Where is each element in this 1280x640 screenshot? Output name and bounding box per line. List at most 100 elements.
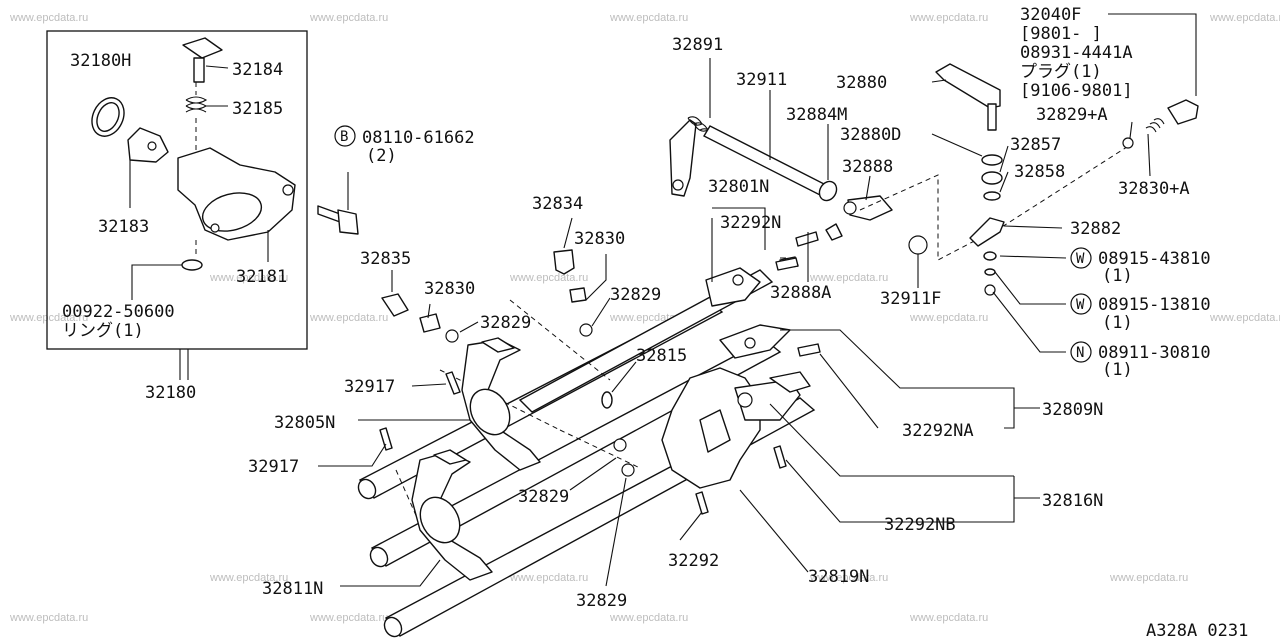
watermark: www.epcdata.ru [209, 572, 288, 584]
label-32809n: 32809N [1042, 400, 1103, 420]
label-08915-13810: 08915-13810 [1098, 295, 1211, 315]
circled-symbols: B W W N [334, 125, 1092, 363]
circle-w-icon [1070, 293, 1092, 315]
watermark-layer: www.epcdata.ru www.epcdata.ru www.epcdat… [9, 12, 1280, 624]
label-32180: 32180 [145, 383, 196, 403]
label-32185: 32185 [232, 99, 283, 119]
watermark: www.epcdata.ru [309, 612, 388, 624]
seal-32884m [818, 180, 838, 202]
plug-32834 [553, 249, 575, 275]
watermark: www.epcdata.ru [309, 12, 388, 24]
watermark: www.epcdata.ru [909, 12, 988, 24]
label-32829a: 32829+A [1036, 105, 1108, 125]
label-08911-30810: 08911-30810 [1098, 343, 1211, 363]
plug-32911f [908, 235, 928, 255]
label-32835: 32835 [360, 249, 411, 269]
label-32183: 32183 [98, 217, 149, 237]
watermark: www.epcdata.ru [909, 312, 988, 324]
watermark: www.epcdata.ru [909, 612, 988, 624]
label-32811n: 32811N [262, 579, 323, 599]
label-32911f: 32911F [880, 289, 941, 309]
circle-b-icon [334, 125, 356, 147]
label-08931: 08931-4441A [1020, 43, 1133, 63]
watermark: www.epcdata.ru [9, 612, 88, 624]
label-32834: 32834 [532, 194, 583, 214]
label-bolt: 08110-61662 [362, 128, 475, 148]
watermark: www.epcdata.ru [209, 272, 288, 284]
label-w2-qty: (1) [1102, 313, 1133, 333]
spring-32830b [419, 313, 441, 333]
label-32184: 32184 [232, 60, 283, 80]
bushing-32880d [981, 154, 1003, 166]
label-32292nb: 32292NB [884, 515, 956, 535]
label-32858: 32858 [1014, 162, 1065, 182]
inset-frame [46, 30, 308, 350]
label-32891: 32891 [672, 35, 723, 55]
shift-fork-32816n [661, 367, 811, 489]
label-ring-qty: リング(1) [62, 321, 144, 341]
roll-pin [797, 343, 821, 357]
roll-pin [775, 257, 799, 271]
roll-pin [695, 491, 709, 515]
bracket-32801n [705, 267, 761, 307]
striking-rod-assembly [669, 116, 1131, 261]
watermark: www.epcdata.ru [1209, 12, 1280, 24]
spring-32830 [569, 287, 587, 303]
label-32880d: 32880D [840, 125, 901, 145]
label-32181: 32181 [236, 267, 287, 287]
label-32911: 32911 [736, 70, 787, 90]
diagram-code: A328A 0231 [1146, 621, 1248, 640]
label-32917: 32917 [248, 457, 299, 477]
o-ring-part [181, 259, 203, 271]
circle-b-text: B [340, 129, 348, 145]
shift-fork-32811n [411, 449, 493, 581]
label-32880: 32880 [836, 73, 887, 93]
label-00922: 00922-50600 [62, 302, 175, 322]
label-32917: 32917 [344, 377, 395, 397]
washer-32858 [983, 191, 1001, 201]
watermark: www.epcdata.ru [509, 572, 588, 584]
fork-rod-4 [518, 269, 774, 413]
watermark: www.epcdata.ru [1209, 312, 1280, 324]
watermark: www.epcdata.ru [509, 272, 588, 284]
label-bolt-qty: (2) [366, 146, 397, 166]
label-32882: 32882 [1070, 219, 1121, 239]
roll-pin [379, 427, 393, 451]
part-labels: 32180H 32184 32185 32183 32181 00922-506… [62, 5, 1248, 640]
label-32829: 32829 [480, 313, 531, 333]
bushing-32857 [981, 171, 1003, 185]
plug-32040f [1167, 99, 1199, 125]
circle-n-icon [1070, 341, 1092, 363]
striking-rod-guide-inset [46, 30, 308, 380]
roll-pin [773, 445, 787, 469]
watermark: www.epcdata.ru [1109, 572, 1188, 584]
label-32292n: 32292N [720, 213, 781, 233]
label-32884m: 32884M [786, 105, 847, 125]
label-32040f: 32040F [1020, 5, 1081, 25]
label-32292na: 32292NA [902, 421, 974, 441]
label-32888: 32888 [842, 157, 893, 177]
label-w1-qty: (1) [1102, 266, 1133, 286]
roll-pin [445, 371, 461, 395]
watermark: www.epcdata.ru [809, 572, 888, 584]
label-n-qty: (1) [1102, 360, 1133, 380]
label-32292: 32292 [668, 551, 719, 571]
bolt-part [317, 172, 359, 235]
spring-part [185, 96, 208, 113]
label-32888a: 32888A [770, 283, 831, 303]
label-32829: 32829 [518, 487, 569, 507]
shift-fork-32805n [461, 337, 541, 471]
circle-n-text: N [1076, 345, 1084, 361]
watermark: www.epcdata.ru [9, 312, 88, 324]
watermark: www.epcdata.ru [309, 312, 388, 324]
plug-32835 [381, 293, 409, 317]
lever-32880 [935, 63, 1001, 109]
watermark: www.epcdata.ru [609, 612, 688, 624]
watermark: www.epcdata.ru [9, 12, 88, 24]
label-32816n: 32816N [1042, 491, 1103, 511]
label-32040f-range: [9801- ] [1020, 24, 1102, 44]
label-32829: 32829 [576, 591, 627, 611]
select-lever-assembly [935, 63, 1199, 296]
